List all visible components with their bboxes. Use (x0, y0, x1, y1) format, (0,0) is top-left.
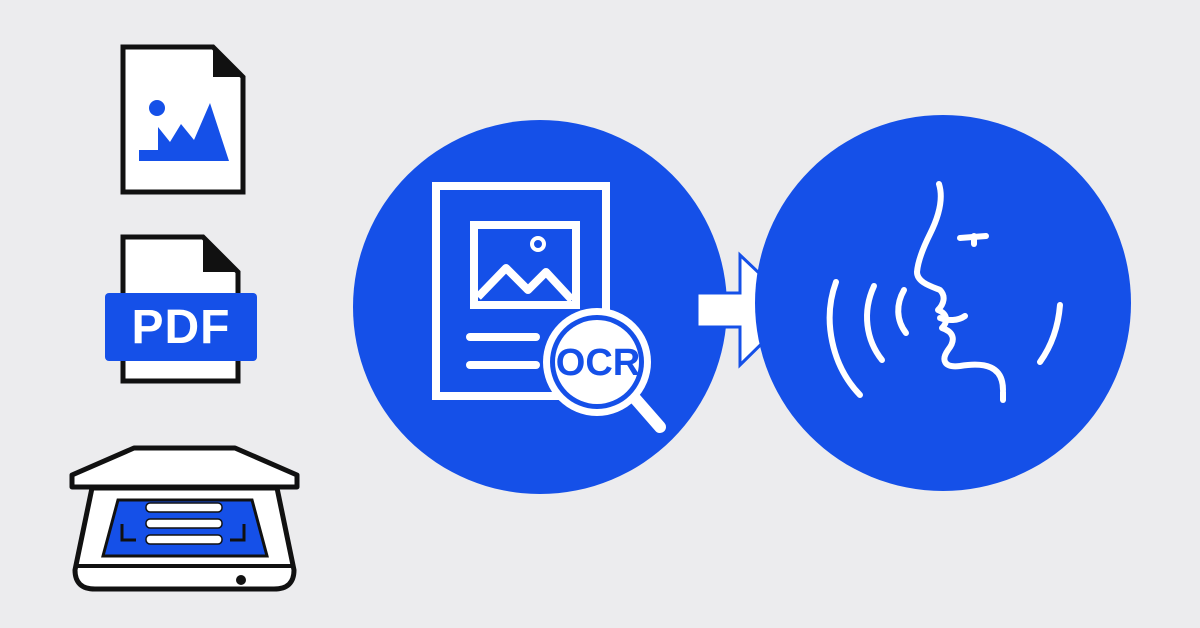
ocr-circle (353, 120, 727, 494)
scanner-icon (69, 445, 300, 592)
speaking-head-icon (826, 181, 1063, 403)
document-ocr-icon (432, 182, 666, 433)
ocr-label: OCR (555, 341, 641, 384)
image-file-icon (120, 44, 246, 195)
speech-circle (755, 115, 1131, 491)
pdf-badge-bg (105, 293, 257, 361)
magnifier-handle (626, 389, 666, 433)
pdf-file-icon (105, 234, 257, 384)
pdf-label: PDF (131, 300, 231, 354)
